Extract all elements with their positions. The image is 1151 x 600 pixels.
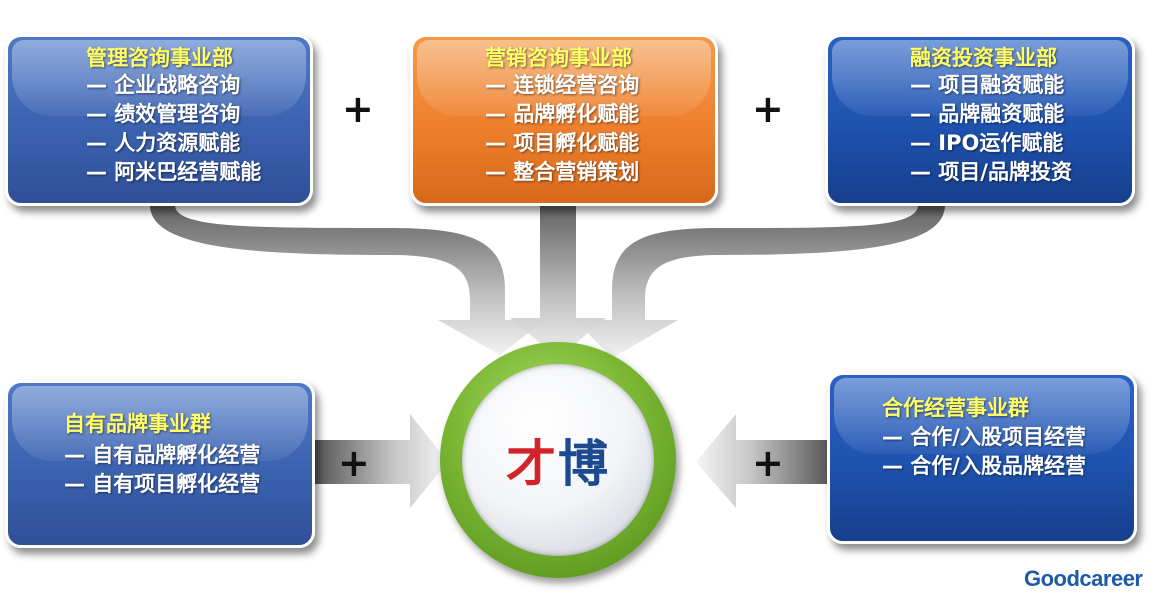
box-item: — 合作/入股品牌经营 bbox=[882, 454, 1086, 478]
connector-middle-top bbox=[510, 205, 606, 358]
box-item: — IPO运作赋能 bbox=[910, 131, 1064, 155]
box-item: — 项目孵化赋能 bbox=[485, 131, 640, 155]
box-item: — 阿米巴经营赋能 bbox=[86, 160, 262, 184]
box-item: — 人力资源赋能 bbox=[86, 131, 241, 155]
box-item: — 自有项目孵化经营 bbox=[64, 472, 261, 496]
box-financing-investment: 融资投资事业部 — 项目融资赋能 — 品牌融资赋能 — IPO运作赋能 — 项目… bbox=[825, 34, 1135, 206]
plus-sign-bottom-left: + bbox=[338, 441, 370, 485]
plus-sign-top-right: + bbox=[752, 87, 784, 131]
box-item: — 项目/品牌投资 bbox=[910, 160, 1072, 184]
box-title: 营销咨询事业部 bbox=[485, 46, 632, 70]
box-item: — 合作/入股项目经营 bbox=[882, 425, 1086, 449]
box-title: 自有品牌事业群 bbox=[64, 412, 211, 436]
box-item: — 品牌孵化赋能 bbox=[485, 102, 640, 126]
box-item: — 项目融资赋能 bbox=[910, 73, 1065, 97]
box-own-brand-group: 自有品牌事业群 — 自有品牌孵化经营 — 自有项目孵化经营 bbox=[5, 380, 315, 548]
box-title: 管理咨询事业部 bbox=[86, 46, 233, 70]
box-item: — 整合营销策划 bbox=[485, 160, 640, 184]
box-item: — 绩效管理咨询 bbox=[86, 102, 241, 126]
plus-sign-bottom-right: + bbox=[752, 441, 784, 485]
connector-left-top bbox=[150, 205, 545, 355]
box-item: — 品牌融资赋能 bbox=[910, 102, 1065, 126]
goodcareer-logo: Goodcareer bbox=[1024, 566, 1143, 591]
connector-right-bottom bbox=[696, 414, 832, 508]
box-title: 融资投资事业部 bbox=[910, 46, 1057, 70]
plus-sign-top-left: + bbox=[342, 87, 374, 131]
box-item: — 连锁经营咨询 bbox=[485, 73, 640, 97]
connector-left-bottom bbox=[314, 414, 448, 508]
box-item: — 自有品牌孵化经营 bbox=[64, 443, 261, 467]
brand-char-1: 才 bbox=[506, 435, 558, 493]
connector-right-top bbox=[575, 205, 945, 358]
box-marketing-consulting: 营销咨询事业部 — 连锁经营咨询 — 品牌孵化赋能 — 项目孵化赋能 — 整合营… bbox=[410, 34, 718, 206]
box-title: 合作经营事业群 bbox=[882, 396, 1029, 420]
box-management-consulting: 管理咨询事业部 — 企业战略咨询 — 绩效管理咨询 — 人力资源赋能 — 阿米巴… bbox=[5, 34, 313, 206]
box-item: — 企业战略咨询 bbox=[86, 73, 241, 97]
center-brand-text: 才博 bbox=[462, 364, 654, 556]
brand-char-2: 博 bbox=[558, 435, 610, 493]
box-cooperation-group: 合作经营事业群 — 合作/入股项目经营 — 合作/入股品牌经营 bbox=[827, 372, 1137, 544]
center-disc bbox=[462, 364, 654, 556]
